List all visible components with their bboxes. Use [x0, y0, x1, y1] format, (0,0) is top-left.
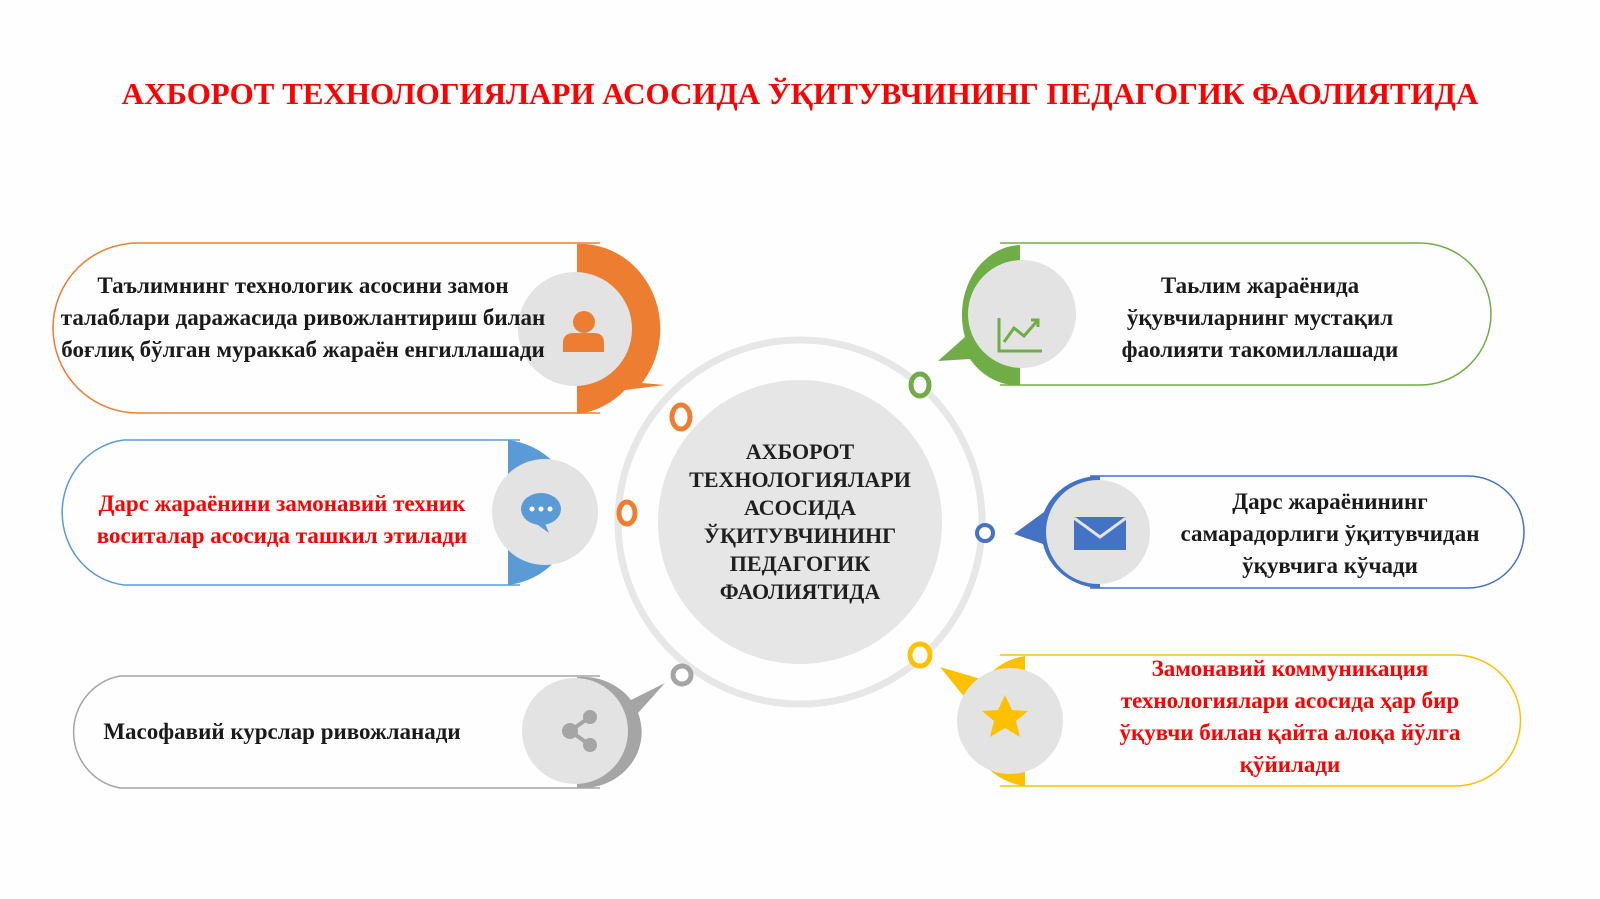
page-title: АХБОРОТ ТЕХНОЛОГИЯЛАРИ АСОСИДА ЎҚИТУВЧИН…: [121, 76, 1479, 111]
callout-right-3: [940, 654, 1522, 787]
item-text-2: Дарс жараёнини замонавий техник воситала…: [96, 491, 468, 548]
hub-ring: [614, 336, 986, 708]
item-text-1: Таълимнинг технологик асосини замон тала…: [60, 273, 546, 362]
user-icon: [563, 311, 604, 352]
item-text-3: Масофавий курслар ривожланади: [103, 719, 461, 744]
callout-right-1: [938, 242, 1492, 386]
callout-right-2: [1014, 475, 1525, 589]
connector-ring-gray: [670, 663, 694, 687]
callout-left-2: [61, 439, 598, 586]
item-text-5: Дарс жараёнининг самарадорлиги ўқитувчид…: [1180, 489, 1480, 578]
connector-ring-orange: [669, 402, 693, 432]
star-icon: [982, 695, 1028, 737]
connector-ring-blue: [975, 523, 995, 543]
item-text-4: Таьлим жараёнида ўқувчиларнинг мустақил …: [1121, 273, 1399, 362]
chat-icon: [521, 493, 561, 533]
item-text-6: Замонавий коммуникация технологиялари ас…: [1119, 656, 1461, 777]
envelope-icon: [1073, 516, 1127, 550]
connector-ring-yellow: [907, 641, 933, 669]
chart-icon: [997, 318, 1042, 353]
hub-circle: [658, 380, 942, 664]
callout-left-3: [72, 675, 665, 789]
hub-label: АХБОРОТ ТЕХНОЛОГИЯЛАРИ АСОСИДА ЎҚИТУВЧИН…: [689, 439, 911, 604]
share-icon: [562, 710, 597, 752]
connector-ring-green: [908, 371, 932, 399]
callout-left-1: [52, 242, 665, 414]
connector-ring-orange-2: [616, 499, 638, 527]
